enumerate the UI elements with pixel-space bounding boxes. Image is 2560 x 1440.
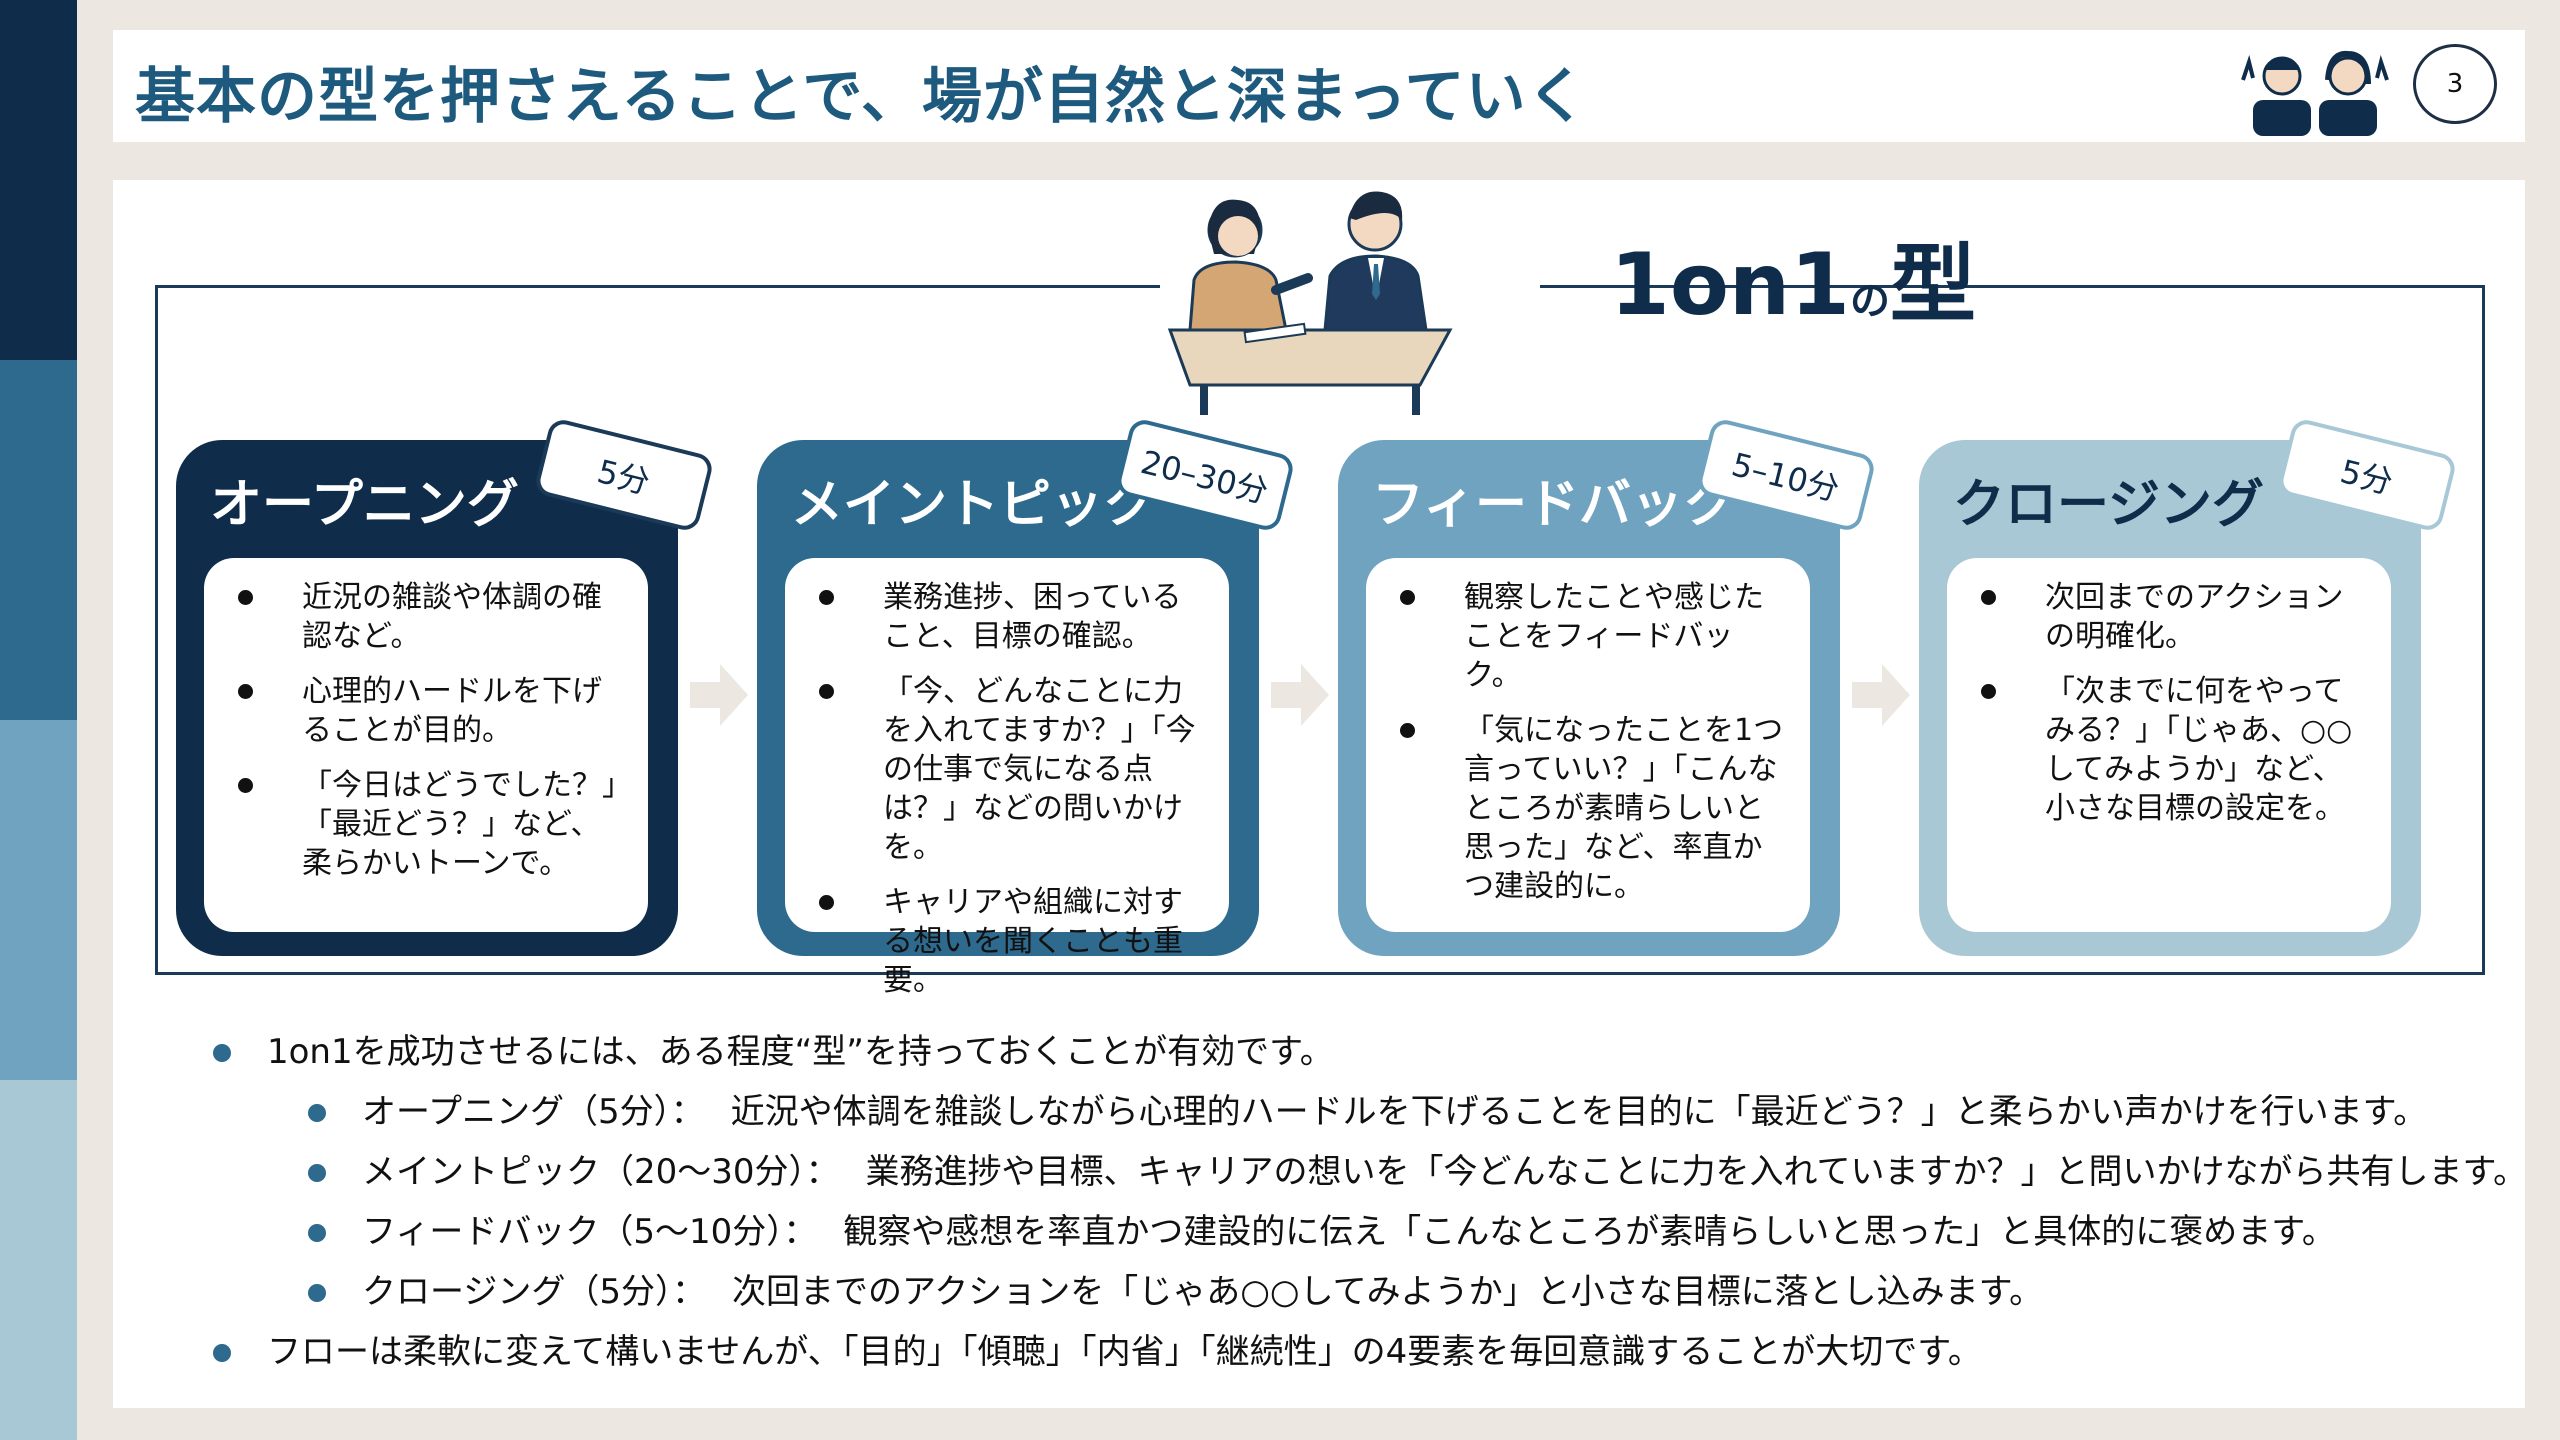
note-text: 近況や体調を雑談しながら心理的ハードルを下げることを目的に「最近どう？」と柔らか… (730, 1092, 2428, 1132)
step-body: 観察したことや感じたことをフィードバック。 「気になったことを1つ言っていい？」… (1366, 558, 1810, 932)
step-bullet: 「気になったことを1つ言っていい？」「こんなところが素晴らしいと思った」など、率… (1388, 711, 1788, 906)
flow-title-main: 1on1 (1610, 235, 1850, 335)
step-title: メイントピック (791, 475, 1156, 535)
note-closing: フローは柔軟に変えて構いませんが、「目的」「傾聴」「内省」「継続性」の4要素を毎… (205, 1322, 2505, 1382)
note-item-closing: クロージング（5分）： 次回までのアクションを「じゃあ○○してみようか」と小さな目… (205, 1262, 2505, 1322)
flow-title-particle: の (1850, 278, 1890, 324)
note-text: 次回までのアクションを「じゃあ○○してみようか」と小さな目標に落とし込みます。 (731, 1272, 2044, 1312)
step-card-opening: オープニング 5分 近況の雑談や体調の確認など。 心理的ハードルを下げることが目… (176, 416, 715, 956)
step-bullet: 観察したことや感じたことをフィードバック。 (1388, 578, 1788, 695)
flow-title: 1on1の型 (1548, 230, 2038, 356)
accent-stripe-2 (0, 360, 77, 720)
note-text: 業務進捗や目標、キャリアの想いを「今どんなことに力を入れていますか？」と問いかけ… (865, 1152, 2528, 1192)
step-title: クロージング (1953, 475, 2264, 535)
step-bullet: 近況の雑談や体調の確認など。 (226, 578, 626, 656)
summary-notes: 1on1を成功させるには、ある程度“型”を持っておくことが有効です。 オープニン… (205, 1022, 2527, 1382)
step-bullet: 「今日はどうでした？」「最近どう？」など、柔らかいトーンで。 (226, 766, 626, 883)
chevron-right-arrow-icon (1271, 664, 1329, 726)
accent-stripe-3 (0, 720, 77, 1080)
note-item-main-topic: メイントピック（20〜30分）： 業務進捗や目標、キャリアの想いを「今どんなことに… (205, 1142, 2527, 1202)
note-intro: 1on1を成功させるには、ある程度“型”を持っておくことが有効です。 (205, 1022, 2505, 1082)
step-title: オープニング (210, 475, 519, 535)
note-label: クロージング（5分）： (362, 1272, 706, 1312)
step-body: 業務進捗、困っていること、目標の確認。 「今、どんなことに力を入れてますか？」「… (785, 558, 1229, 998)
step-bullet: 次回までのアクションの明確化。 (1969, 578, 2369, 656)
step-bullet: 「次までに何をやってみる？」「じゃあ、○○してみようか」など、小さな目標の設定を… (1969, 672, 2369, 828)
page-title: 基本の型を押さえることで、場が自然と深まっていく (135, 62, 1588, 132)
chevron-right-arrow-icon (1852, 664, 1910, 726)
step-body: 近況の雑談や体調の確認など。 心理的ハードルを下げることが目的。 「今日はどうで… (204, 558, 648, 932)
step-bullet: 「今、どんなことに力を入れてますか？」「今の仕事で気になる点は？」などの問いかけ… (807, 672, 1207, 867)
step-body: 次回までのアクションの明確化。 「次までに何をやってみる？」「じゃあ、○○してみ… (1947, 558, 2391, 932)
step-bullet: 業務進捗、困っていること、目標の確認。 (807, 578, 1207, 656)
step-bullet: 心理的ハードルを下げることが目的。 (226, 672, 626, 750)
note-label: フィードバック（5〜10分）： (362, 1212, 818, 1252)
note-item-opening: オープニング（5分）： 近況や体調を雑談しながら心理的ハードルを下げることを目的に… (205, 1082, 2505, 1142)
step-card-closing: クロージング 5分 次回までのアクションの明確化。 「次までに何をやってみる？」… (1919, 416, 2458, 956)
step-card-main-topic: メイントピック 20–30分 業務進捗、困っていること、目標の確認。 「今、どん… (757, 416, 1296, 998)
accent-stripe-4 (0, 1080, 77, 1440)
note-label: オープニング（5分）： (362, 1092, 705, 1132)
meeting-illustration (1167, 191, 1453, 415)
step-bullet: キャリアや組織に対する想いを聞くことも重要。 (807, 883, 1207, 1000)
step-card-feedback: フィードバック 5–10分 観察したことや感じたことをフィードバック。 「気にな… (1338, 416, 1877, 956)
chevron-right-arrow-icon (690, 664, 748, 726)
flow-title-end: 型 (1890, 235, 1976, 335)
note-item-feedback: フィードバック（5〜10分）： 観察や感想を率直かつ建設的に伝え「こんなところが素… (205, 1202, 2505, 1262)
slide-header: 基本の型を押さえることで、場が自然と深まっていく 3 (113, 30, 2525, 142)
people-waving-icon (2241, 50, 2389, 136)
note-text: 観察や感想を率直かつ建設的に伝え「こんなところが素晴らしいと思った」と具体的に褒… (843, 1212, 2336, 1252)
page-number: 3 (2413, 44, 2497, 124)
note-label: メイントピック（20〜30分）： (362, 1152, 840, 1192)
step-title: フィードバック (1372, 475, 1735, 535)
accent-stripe-1 (0, 0, 77, 360)
